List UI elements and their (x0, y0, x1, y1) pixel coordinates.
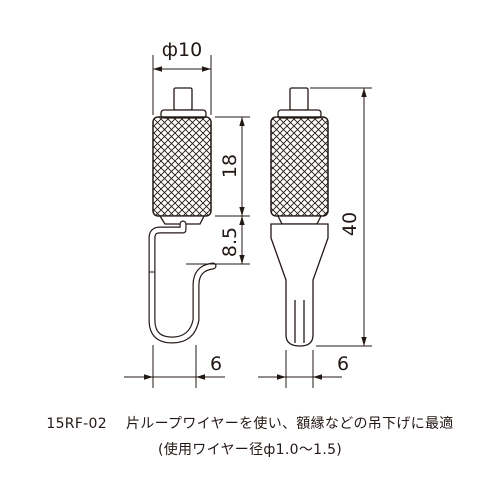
side-view (270, 87, 329, 347)
description: 片ループワイヤーを使い、額縁などの吊下げに最適 (125, 416, 454, 432)
total-length-label: 40 (339, 212, 361, 236)
side-top-pin (289, 87, 309, 111)
top-pin (173, 87, 193, 111)
hook-length-label: 8.5 (219, 227, 241, 257)
side-shoulder (276, 215, 323, 225)
side-stem (270, 223, 329, 347)
knurled-body (152, 116, 212, 217)
bottom-shoulder (158, 215, 206, 225)
dimension-lines (124, 55, 372, 388)
side-knurled-body (270, 116, 329, 217)
caption-note: (使用ワイヤー径ф1.0〜1.5) (157, 442, 343, 458)
diameter-label: ф10 (162, 39, 202, 61)
caption-line-1: 15RF-02 片ループワイヤーを使い、額縁などの吊下げに最適 (0, 413, 500, 433)
hook-width-label: 6 (210, 353, 222, 375)
hook-wire (148, 220, 217, 344)
model-code: 15RF-02 (46, 416, 107, 432)
knurl-length-label: 18 (219, 154, 241, 178)
side-width-label: 6 (337, 353, 349, 375)
front-view-hook (148, 87, 217, 344)
